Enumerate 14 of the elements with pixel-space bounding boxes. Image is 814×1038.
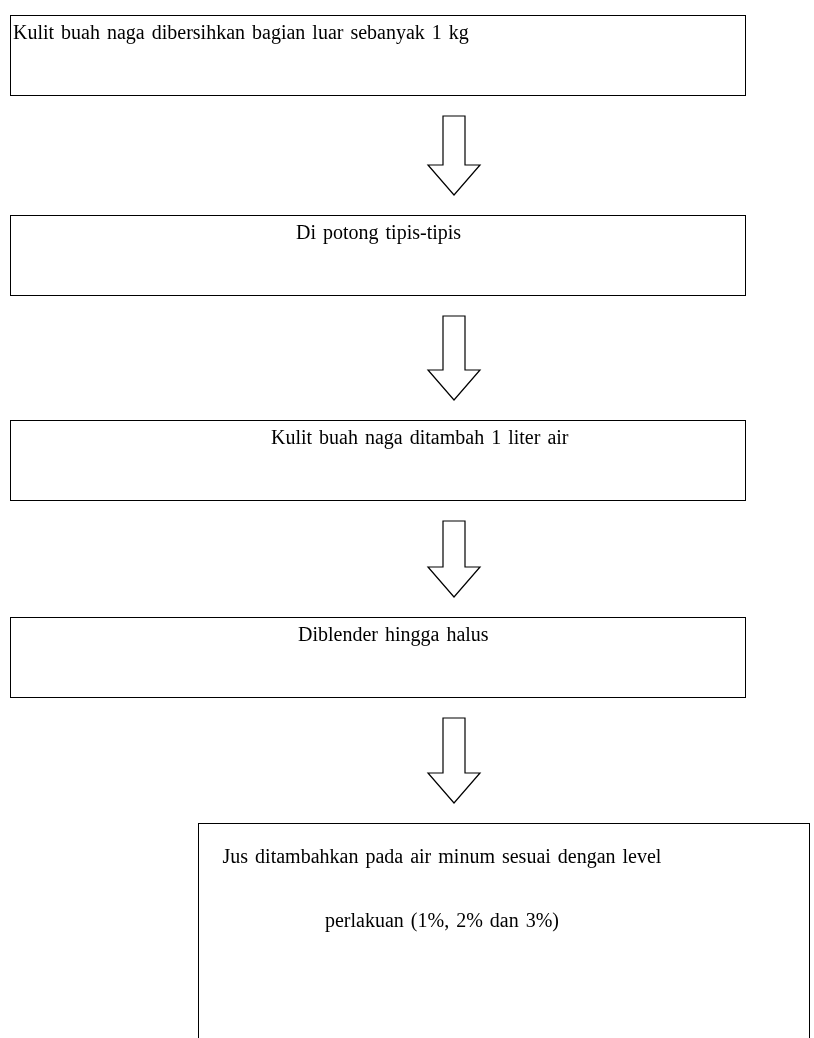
process-box (10, 617, 746, 698)
process-box (10, 420, 746, 501)
process-box (198, 823, 810, 1038)
step-text: Kulit buah naga dibersihkan bagian luar sebanyak 1 kg (13, 20, 469, 44)
arrow (426, 315, 482, 401)
step-text: Jus ditambahkan pada air minum sesuai dengan level perlakuan (1%, 2% dan 3%) (221, 844, 663, 934)
arrow (426, 115, 482, 196)
step-text: Di potong tipis-tipis (296, 220, 462, 244)
step-text: Kulit buah naga ditambah 1 liter air (271, 425, 569, 449)
process-box (10, 15, 746, 96)
step-text: Diblender hingga halus (298, 622, 489, 646)
arrow (426, 520, 482, 598)
process-box (10, 215, 746, 296)
arrow (426, 717, 482, 804)
